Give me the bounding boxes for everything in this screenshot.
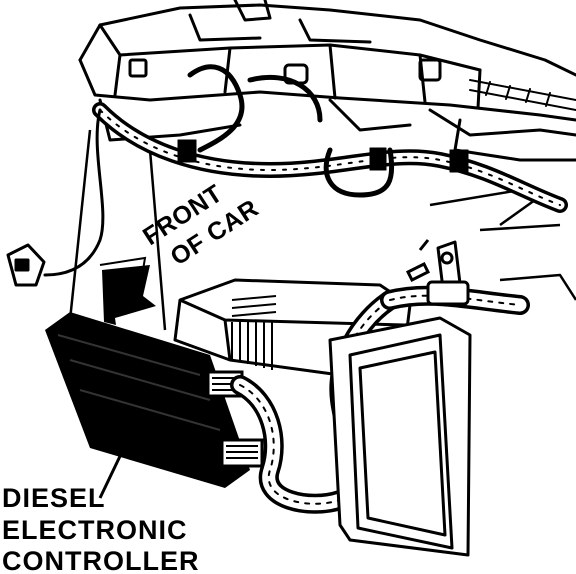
diesel-electronic-controller (45, 312, 264, 488)
callout-label-line2: ELECTRONIC (2, 515, 188, 545)
controller-cover (328, 316, 472, 557)
callout-label-line3: CONTROLLER (2, 546, 199, 574)
wiring-harness (43, 64, 568, 277)
mounting-bracket (426, 240, 470, 307)
front-of-car-label: FRONT OF CAR (138, 179, 264, 271)
bolt (405, 239, 431, 283)
controller-callout: DIESEL ELECTRONIC CONTROLLER (2, 451, 199, 574)
front-of-car-arrow (99, 256, 156, 325)
callout-label-line1: DIESEL (2, 483, 106, 513)
callout-leader-line (98, 451, 124, 499)
sensor-connector (6, 243, 46, 287)
cowl-structure (78, 0, 576, 162)
